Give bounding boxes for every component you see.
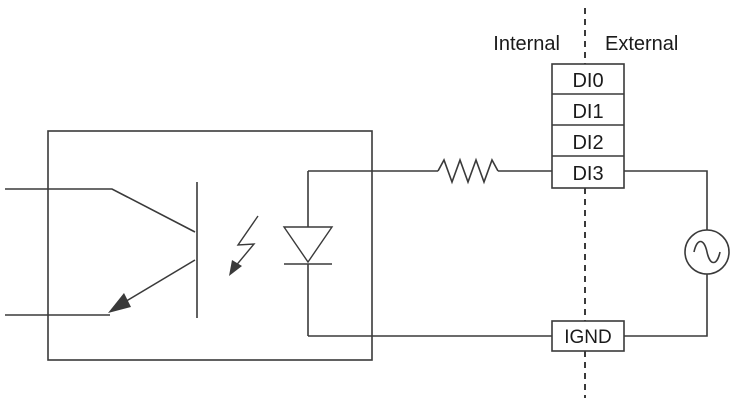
ground-terminal: IGND: [551, 320, 625, 352]
external-label: External: [605, 33, 678, 55]
light-arrow-icon: [229, 215, 259, 276]
terminal-di3: DI3: [572, 163, 603, 185]
optocoupler-box: [47, 130, 373, 361]
phototransistor-icon: [5, 182, 198, 318]
resistor-icon: [437, 157, 499, 185]
external-top-wire: [624, 170, 708, 230]
external-bottom-wire: [624, 274, 708, 337]
terminal-di1: DI1: [572, 101, 603, 123]
internal-label: Internal: [493, 33, 560, 55]
terminal-ignd: IGND: [564, 327, 612, 348]
ac-source-icon: [684, 229, 730, 275]
led-diode-icon: [282, 171, 334, 336]
terminal-block: DI0 DI1 DI2 DI3: [551, 63, 625, 189]
terminal-di2: DI2: [572, 132, 603, 154]
terminal-di0: DI0: [572, 70, 603, 92]
